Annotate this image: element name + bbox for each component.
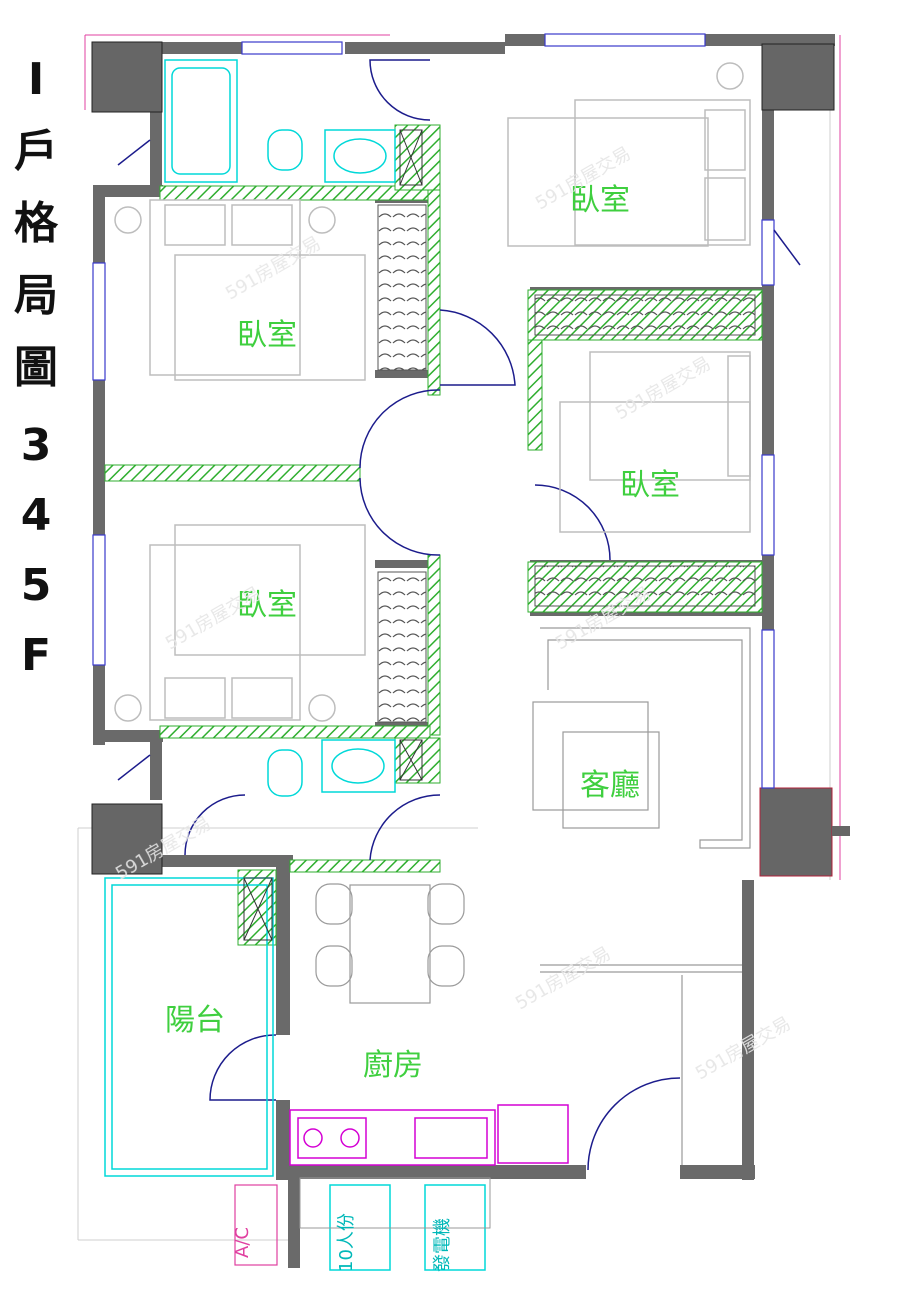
columns xyxy=(91,41,850,877)
watermark-text: 591房屋交易 xyxy=(222,233,325,304)
room-label-kitchen: 廚房 xyxy=(363,1048,423,1083)
room-label-living-room: 客廳 xyxy=(580,768,640,803)
watermark-text: 591房屋交易 xyxy=(512,943,615,1014)
dining-set xyxy=(315,883,465,1004)
windows xyxy=(92,33,775,789)
title-char: 格 xyxy=(14,198,58,249)
closet-hangers xyxy=(377,204,756,723)
bed-upper-left xyxy=(114,199,366,381)
room-label-bedroom-middle-right: 臥室 xyxy=(620,468,680,503)
shaft-label: 發電機 xyxy=(432,1218,453,1272)
title-char: 局 xyxy=(14,270,58,321)
title-char: 圖 xyxy=(14,342,58,393)
room-label-bedroom-top-right: 臥室 xyxy=(570,183,630,218)
fixture-labels: A/C 10人份 發電機 xyxy=(232,1213,453,1272)
title-char: I xyxy=(27,54,45,105)
living-furniture xyxy=(532,627,751,1165)
shaft-boxes xyxy=(243,129,423,941)
doors xyxy=(117,59,801,1171)
title-char: 戶 xyxy=(14,126,58,177)
title-char: 4 xyxy=(20,490,52,541)
water-heater-label: 10人份 xyxy=(336,1213,357,1272)
title-char: 5 xyxy=(20,560,52,611)
room-labels: 臥室 臥室 臥室 臥室 客廳 陽台 廚房 xyxy=(165,183,680,1083)
bed-top-right xyxy=(507,62,751,247)
ac-label: A/C xyxy=(232,1227,253,1258)
room-label-bedroom-lower-left: 臥室 xyxy=(237,588,297,623)
bathroom-fixtures xyxy=(104,59,396,1177)
outer-outline xyxy=(84,34,841,880)
utility-boxes xyxy=(234,1177,491,1271)
room-label-balcony: 陽台 xyxy=(165,1003,225,1038)
bed-lower-left xyxy=(114,524,366,722)
room-label-bedroom-upper-left: 臥室 xyxy=(237,318,297,353)
bed-middle-right xyxy=(559,351,751,533)
walls xyxy=(93,34,835,1268)
title-char: 3 xyxy=(20,420,52,471)
title-char: F xyxy=(20,630,52,681)
kitchen-counter xyxy=(289,1104,569,1166)
watermark-text: 591房屋交易 xyxy=(612,353,715,424)
